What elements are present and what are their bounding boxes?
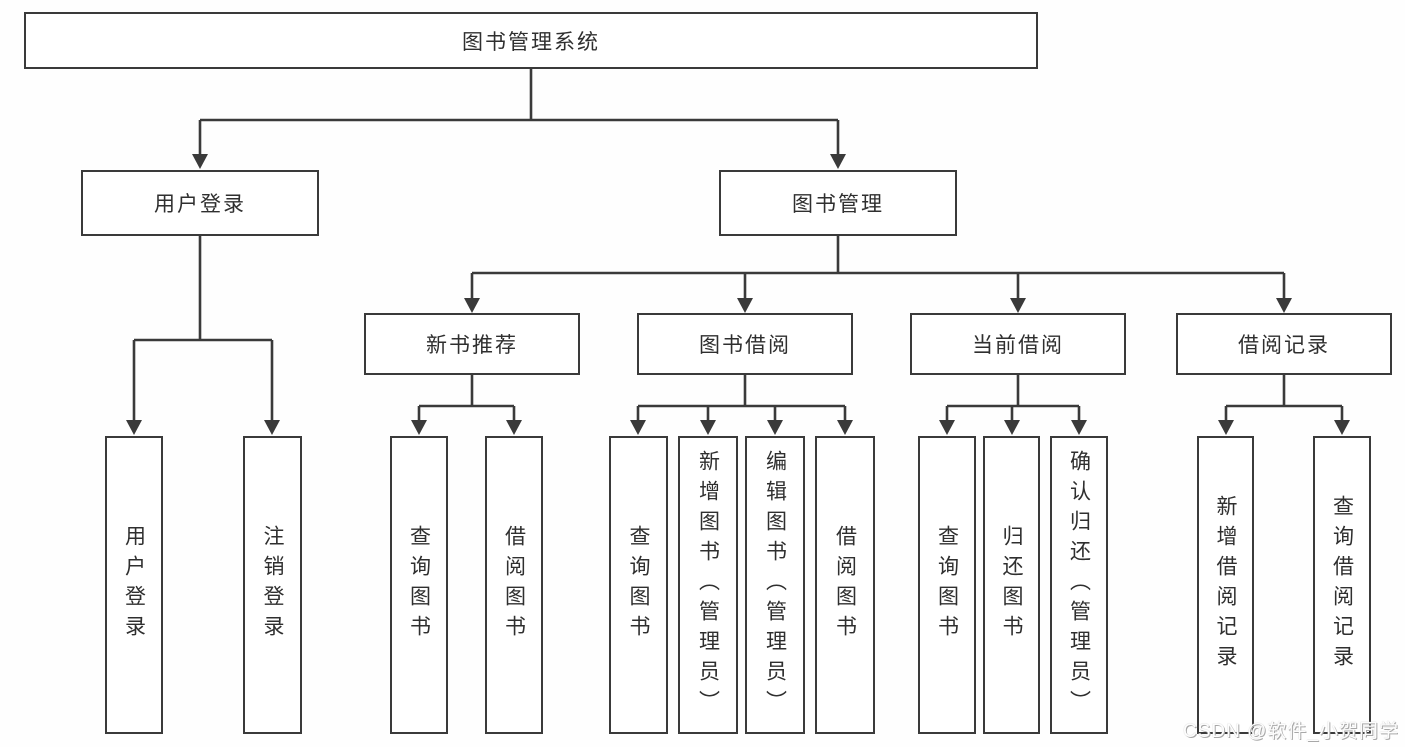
leaf-borrow-books-label: 借阅图书 <box>833 525 857 645</box>
leaf-query-books-recommend: 查询图书 <box>390 436 448 734</box>
leaf-logout-label: 注销登录 <box>261 525 284 645</box>
connector-userlogin-to-leaves <box>126 236 280 435</box>
leaf-borrow-books-recommend-label: 借阅图书 <box>502 525 526 645</box>
node-book-management: 图书管理 <box>719 170 957 236</box>
leaf-query-books-current: 查询图书 <box>918 436 976 734</box>
leaf-query-borrow-record-label: 查询借阅记录 <box>1330 495 1354 675</box>
node-new-book-recommend-label: 新书推荐 <box>426 334 518 357</box>
leaf-add-books-admin-label: 新增图书（管理员） <box>696 450 720 720</box>
connector-borrowrecords-to-leaves <box>1218 375 1350 435</box>
csdn-watermark: CSDN @软件_小贺同学 <box>1183 721 1399 742</box>
leaf-add-books-admin: 新增图书（管理员） <box>678 436 738 734</box>
leaf-return-books: 归还图书 <box>983 436 1040 734</box>
leaf-logout: 注销登录 <box>243 436 302 734</box>
connector-newbook-to-leaves <box>411 375 522 435</box>
leaf-return-books-label: 归还图书 <box>1000 525 1023 645</box>
node-root-library-system: 图书管理系统 <box>24 12 1038 69</box>
node-user-login: 用户登录 <box>81 170 319 236</box>
leaf-borrow-books-recommend: 借阅图书 <box>485 436 543 734</box>
node-borrow-records-label: 借阅记录 <box>1238 334 1330 357</box>
leaf-query-books-recommend-label: 查询图书 <box>407 525 431 645</box>
node-root-label: 图书管理系统 <box>462 30 600 54</box>
leaf-user-login: 用户登录 <box>105 436 163 734</box>
connector-root-to-level2 <box>192 69 846 169</box>
node-new-book-recommend: 新书推荐 <box>364 313 580 375</box>
leaf-confirm-return-admin: 确认归还（管理员） <box>1050 436 1108 734</box>
leaf-query-books-borrow-label: 查询图书 <box>627 525 650 645</box>
leaf-borrow-books: 借阅图书 <box>815 436 875 734</box>
leaf-query-borrow-record: 查询借阅记录 <box>1313 436 1371 734</box>
leaf-edit-books-admin: 编辑图书（管理员） <box>745 436 805 734</box>
leaf-query-books-borrow: 查询图书 <box>609 436 668 734</box>
leaf-add-borrow-record: 新增借阅记录 <box>1197 436 1254 734</box>
connector-bookmanagement-to-level3 <box>464 236 1292 313</box>
leaf-user-login-label: 用户登录 <box>122 525 146 645</box>
node-book-management-label: 图书管理 <box>792 193 884 216</box>
connector-currentborrow-to-leaves <box>939 375 1087 435</box>
node-book-borrow-label: 图书借阅 <box>699 334 791 357</box>
node-current-borrow: 当前借阅 <box>910 313 1126 375</box>
leaf-edit-books-admin-label: 编辑图书（管理员） <box>763 450 787 720</box>
leaf-add-borrow-record-label: 新增借阅记录 <box>1214 495 1237 675</box>
node-current-borrow-label: 当前借阅 <box>972 334 1064 357</box>
connector-bookborrow-to-leaves <box>630 375 853 435</box>
leaf-confirm-return-admin-label: 确认归还（管理员） <box>1067 450 1091 720</box>
node-borrow-records: 借阅记录 <box>1176 313 1392 375</box>
node-book-borrow: 图书借阅 <box>637 313 853 375</box>
node-user-login-label: 用户登录 <box>154 193 246 216</box>
leaf-query-books-current-label: 查询图书 <box>935 525 959 645</box>
